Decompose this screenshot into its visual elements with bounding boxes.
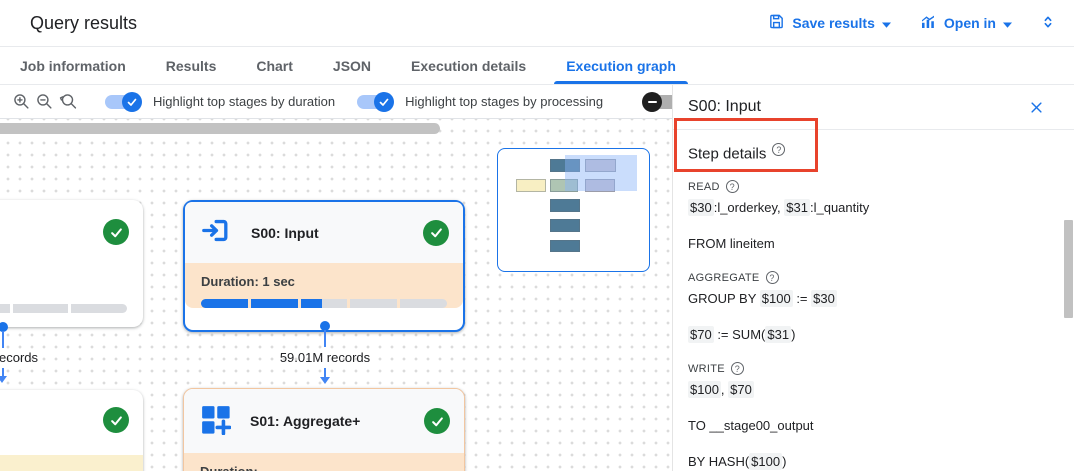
- tab-chart[interactable]: Chart: [256, 57, 293, 74]
- success-check-icon: [424, 408, 450, 434]
- caret-down-icon: [881, 15, 891, 31]
- save-results-button[interactable]: Save results: [768, 13, 891, 33]
- aggregate-stage-icon: [198, 402, 232, 440]
- save-icon: [768, 13, 785, 33]
- page-title: Query results: [30, 12, 138, 33]
- graph-toolbar: Highlight top stages by duration Highlig…: [0, 85, 680, 119]
- zoom-in-icon[interactable]: [12, 88, 31, 115]
- tab-job-information[interactable]: Job information: [20, 57, 126, 74]
- results-tabbar: Job information Results Chart JSON Execu…: [0, 47, 1074, 85]
- tab-json[interactable]: JSON: [332, 57, 372, 74]
- edge-arrowhead: [320, 377, 330, 384]
- stage-progress-bar: [201, 299, 447, 308]
- help-icon[interactable]: ?: [725, 180, 739, 193]
- tab-execution-graph[interactable]: Execution graph: [546, 47, 696, 84]
- tab-execution-details[interactable]: Execution details: [411, 57, 527, 74]
- tab-results[interactable]: Results: [165, 57, 217, 74]
- zoom-reset-icon[interactable]: [58, 88, 77, 115]
- sum-line: $70 := SUM($31): [688, 325, 796, 343]
- save-results-label: Save results: [792, 15, 875, 31]
- stage-node-header: S00: Input: [185, 202, 463, 263]
- content: Highlight top stages by duration Highlig…: [0, 85, 1074, 471]
- edge-records-label: 59.01M records: [279, 350, 371, 365]
- edge-records-label: ecords: [0, 350, 39, 365]
- edge-line: [324, 368, 326, 377]
- stage-node-title: S01: Aggregate+: [250, 413, 361, 429]
- stage-node-s00-input[interactable]: S00: Input Duration: 1 sec: [183, 200, 465, 332]
- highlight-duration-toggle[interactable]: [105, 91, 142, 112]
- step-details-heading: Step details?: [688, 143, 1059, 163]
- toggle-check-icon: [374, 91, 395, 112]
- open-in-button[interactable]: Open in: [919, 13, 1012, 34]
- chart-icon: [919, 13, 937, 34]
- zoom-out-icon[interactable]: [35, 88, 54, 115]
- stage-node-body: [0, 455, 143, 471]
- by-hash-line: BY HASH($100): [688, 452, 787, 470]
- stage-node-s01-aggregate[interactable]: S01: Aggregate+ Duration:: [183, 388, 465, 471]
- write-section-label: WRITE?: [688, 361, 1059, 377]
- success-check-icon: [103, 219, 129, 245]
- success-check-icon: [103, 407, 129, 433]
- to-line: TO __stage00_output: [688, 417, 814, 433]
- vertical-scrollbar[interactable]: [1064, 220, 1073, 318]
- stage-node-body: Duration: 1 sec: [185, 263, 463, 308]
- header: Query results Save results: [0, 0, 1074, 47]
- edge-dot: [320, 321, 330, 331]
- aggregate-section-label: AGGREGATE?: [688, 270, 1059, 286]
- expand-collapse-button[interactable]: [1040, 13, 1056, 34]
- unfold-more-icon: [1040, 13, 1056, 34]
- help-icon[interactable]: ?: [765, 271, 779, 284]
- step-details-panel: S00: Input Step details? READ? $30:l_ord…: [672, 85, 1074, 471]
- edge-line: [2, 368, 4, 376]
- highlight-duration-label: Highlight top stages by duration: [153, 94, 336, 109]
- edge-line: [324, 330, 326, 347]
- open-in-label: Open in: [943, 15, 996, 31]
- stage-node-bottom-left[interactable]: [0, 390, 143, 471]
- success-check-icon: [423, 219, 449, 246]
- help-icon[interactable]: ?: [772, 143, 786, 156]
- execution-graph-canvas[interactable]: ecords S00: Input: [0, 119, 672, 471]
- stage-node-body: Duration:: [184, 453, 464, 471]
- input-stage-icon: [199, 214, 232, 252]
- stage-progress-bar: [0, 304, 128, 313]
- edge-line: [2, 331, 4, 348]
- graph-minimap[interactable]: [497, 148, 650, 272]
- panel-body: Step details? READ? $30:l_orderkey, $31:…: [673, 130, 1074, 471]
- stage-node-header: S01: Aggregate+: [184, 389, 464, 453]
- toggle-minus-icon: [642, 91, 663, 112]
- edge-dot: [0, 322, 8, 332]
- edge-arrowhead: [0, 376, 7, 383]
- help-icon[interactable]: ?: [730, 362, 744, 375]
- horizontal-scrollbar[interactable]: [0, 123, 440, 134]
- stage-duration-label: Duration: 1 sec: [201, 274, 295, 289]
- write-columns-line: $100, $70: [688, 380, 754, 398]
- group-by-line: GROUP BY $100 := $30: [688, 289, 837, 307]
- stage-duration-label: Duration:: [200, 464, 448, 471]
- graph-column: Highlight top stages by duration Highlig…: [0, 85, 680, 471]
- caret-down-icon: [1003, 15, 1012, 31]
- from-line: FROM lineitem: [688, 235, 775, 251]
- close-icon[interactable]: [1029, 100, 1044, 115]
- panel-header: S00: Input: [673, 85, 1074, 130]
- read-section-label: READ?: [688, 179, 1059, 195]
- highlight-processing-toggle[interactable]: [357, 91, 395, 112]
- read-columns-line: $30:l_orderkey, $31:l_quantity: [688, 198, 870, 216]
- stage-node-left[interactable]: [0, 200, 143, 327]
- toggle-check-icon: [122, 91, 142, 112]
- secondary-toggle[interactable]: [642, 91, 680, 112]
- header-actions: Save results Open in: [768, 13, 1056, 34]
- stage-node-title: S00: Input: [251, 224, 319, 241]
- panel-title: S00: Input: [688, 98, 761, 115]
- highlight-processing-label: Highlight top stages by processing: [405, 94, 604, 109]
